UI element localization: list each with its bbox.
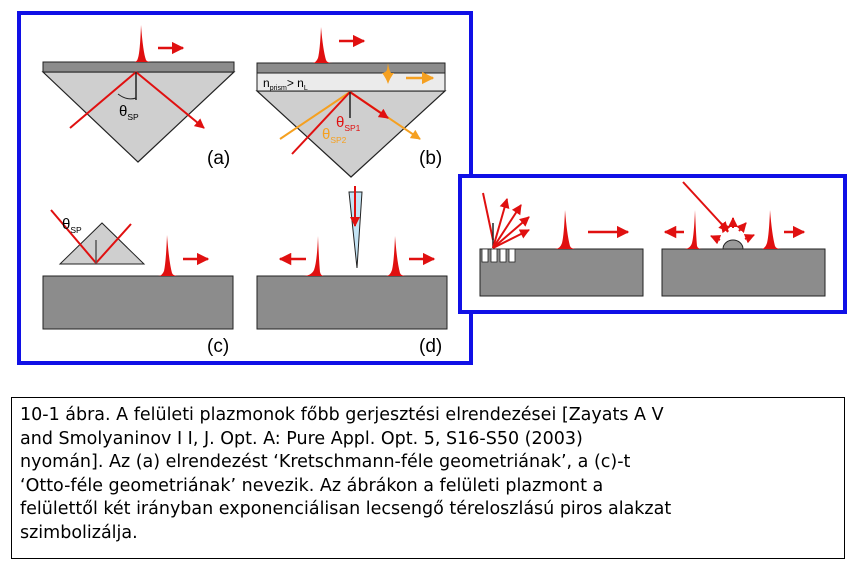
grating-groove (490, 248, 498, 263)
panel-b: nprism> nL θSP1 θSP2 (b) (255, 27, 447, 178)
angle-arc (117, 93, 137, 100)
caption-line: ‘Otto-féle geometriának’ nevezik. Az ábr… (20, 475, 604, 496)
grating-substrate (479, 248, 644, 297)
caption-line: and Smolyaninov I I, J. Opt. A: Pure App… (20, 428, 583, 449)
plasmon-field-right (761, 210, 782, 249)
caption-line: szimbolizálja. (20, 522, 138, 543)
panel-d-label: (d) (419, 336, 442, 357)
caption-line: felülettől két irányban exponenciálisan … (20, 499, 672, 519)
theta-sp-label: θSP (62, 216, 82, 235)
panel-a: θSP (a) (41, 25, 236, 169)
panel-d: (d) (256, 186, 448, 357)
grating-groove (499, 248, 507, 263)
plasmon-field-left (303, 236, 324, 276)
plasmon-field (134, 25, 152, 62)
grating-groove (508, 248, 516, 263)
diffracted-beam (492, 216, 530, 249)
metal-film (42, 61, 235, 73)
incident-beam (69, 71, 137, 129)
panel-grating (479, 192, 644, 297)
small-prism (58, 222, 146, 265)
scattered-ray (710, 235, 722, 245)
theta-sp-label: θSP (119, 103, 139, 122)
reflected-beam (95, 223, 132, 264)
plasmon-field-left (684, 210, 702, 249)
scattered-ray (743, 234, 755, 244)
caption-line: nyomán]. Az (a) elrendezést ‘Kretschmann… (20, 452, 631, 472)
reflected-beam-red (349, 91, 389, 119)
panel-c: θSP (c) (42, 209, 234, 357)
plasmon-field (555, 210, 577, 249)
plasmon-field (312, 27, 333, 63)
interface-plasmon-field-lower (382, 73, 394, 84)
prism (255, 90, 447, 178)
incident-beam (50, 209, 97, 264)
plasmon-field (158, 235, 179, 276)
reflected-beam (135, 71, 205, 129)
incident-beam-orange (279, 91, 351, 140)
figure-caption: 10-1 ábra. A felületi plazmonok főbb ger… (20, 404, 838, 545)
panel-a-label: (a) (207, 148, 230, 169)
metal-substrate (256, 275, 448, 330)
caption-line: 10-1 ábra. A felületi plazmonok főbb ger… (20, 405, 664, 425)
panel-c-label: (c) (207, 336, 229, 357)
metal-film (256, 62, 446, 74)
scattering-particle (722, 239, 744, 250)
panel-particle (661, 181, 826, 297)
particle-substrate (661, 248, 826, 297)
index-relation-label: nprism> nL (263, 76, 308, 92)
diffracted-beam (492, 204, 522, 249)
scattered-ray (720, 222, 731, 234)
interface-plasmon-field (382, 63, 391, 73)
diffracted-beam (492, 229, 530, 249)
metal-substrate (42, 275, 234, 330)
incident-beam-red (291, 91, 351, 155)
diffracted-beam (492, 198, 510, 249)
scattered-ray (736, 222, 747, 234)
incident-beam (482, 192, 494, 241)
plasmon-field-right (386, 236, 407, 276)
caption-box: 10-1 ábra. A felületi plazmonok főbb ger… (11, 397, 845, 559)
grating-groove (481, 248, 489, 263)
panel-b-label: (b) (419, 148, 442, 169)
